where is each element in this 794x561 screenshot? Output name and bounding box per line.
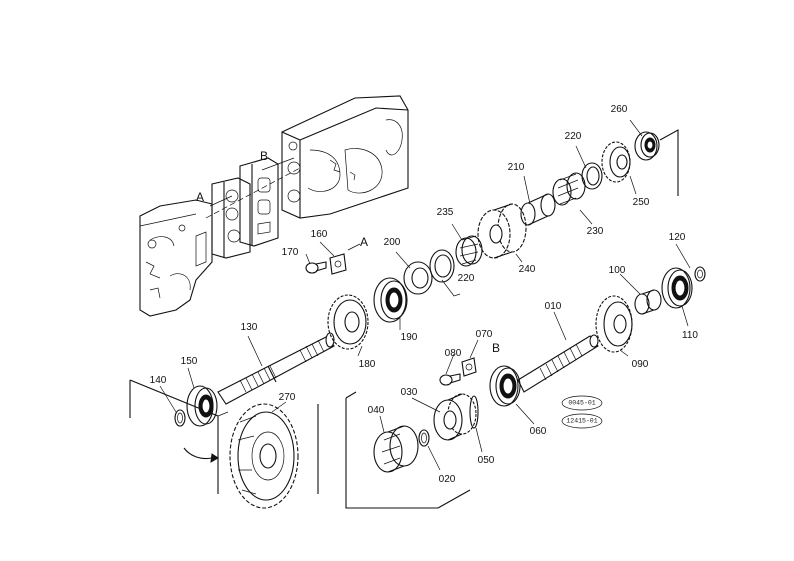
stamp-code-2: 12415-01 — [566, 417, 598, 425]
label-270: 270 — [278, 392, 296, 403]
label-220-upper: 220 — [564, 131, 582, 142]
washer-200 — [403, 261, 433, 295]
plate-070 — [461, 357, 477, 377]
label-210: 210 — [507, 162, 525, 173]
needle-bearing-230 — [552, 172, 586, 206]
label-250: 250 — [632, 197, 650, 208]
gear-250 — [601, 141, 631, 183]
bearing-190 — [373, 277, 408, 323]
ref-letter-b-plate: B — [491, 341, 501, 355]
label-240: 240 — [518, 264, 536, 275]
synchro-hub-030 — [433, 393, 477, 441]
collar-100 — [634, 289, 662, 315]
gear-090 — [595, 295, 633, 353]
gear-270 — [229, 403, 299, 509]
gear-240 — [477, 203, 527, 259]
ref-letter-b-housing: B — [259, 149, 269, 163]
label-235: 235 — [436, 207, 454, 218]
shaft-130 — [217, 332, 335, 405]
label-180: 180 — [358, 359, 376, 370]
lower-bracket — [345, 391, 471, 509]
label-130: 130 — [240, 322, 258, 333]
washer-220-upper — [581, 162, 603, 190]
label-160: 160 — [310, 229, 328, 240]
gear-180 — [327, 294, 369, 350]
stamp-ovals — [561, 395, 603, 429]
washer-220-lower — [429, 249, 455, 283]
ref-letter-a-housing: A — [195, 190, 205, 204]
label-030: 030 — [400, 387, 418, 398]
inset-box — [129, 379, 319, 494]
label-050: 050 — [477, 455, 495, 466]
countershaft-010 — [517, 334, 599, 393]
bearing-060 — [489, 365, 521, 407]
label-040: 040 — [367, 405, 385, 416]
bearing-150 — [186, 385, 218, 427]
bolt-080 — [439, 373, 461, 386]
label-230: 230 — [586, 226, 604, 237]
upper-bracket — [659, 129, 679, 196]
sleeve-210 — [520, 193, 556, 226]
label-220-lower: 220 — [457, 273, 475, 284]
label-140: 140 — [149, 375, 167, 386]
label-100: 100 — [608, 265, 626, 276]
label-090: 090 — [631, 359, 649, 370]
label-200: 200 — [383, 237, 401, 248]
label-150: 150 — [180, 356, 198, 367]
label-020: 020 — [438, 474, 456, 485]
label-010: 010 — [544, 301, 562, 312]
label-190: 190 — [400, 332, 418, 343]
label-060: 060 — [529, 426, 547, 437]
bolt-170 — [305, 261, 327, 274]
stamp-code-1: 0045-01 — [568, 399, 596, 407]
leader-lines — [159, 119, 691, 471]
transmission-housing — [139, 95, 409, 317]
synchro-ring-040 — [373, 425, 419, 473]
label-070: 070 — [475, 329, 493, 340]
label-080: 080 — [444, 348, 462, 359]
bearing-110 — [661, 267, 693, 309]
snap-ring-120 — [694, 266, 706, 282]
ring-020 — [418, 429, 430, 447]
label-110: 110 — [682, 330, 698, 341]
label-260: 260 — [610, 104, 628, 115]
plate-160 — [329, 253, 347, 275]
ref-letter-a-plate: A — [359, 235, 369, 249]
ring-050 — [469, 395, 479, 429]
snap-ring-140 — [174, 409, 186, 427]
label-120: 120 — [668, 232, 686, 243]
bearing-260 — [634, 131, 660, 161]
label-170: 170 — [281, 247, 299, 258]
